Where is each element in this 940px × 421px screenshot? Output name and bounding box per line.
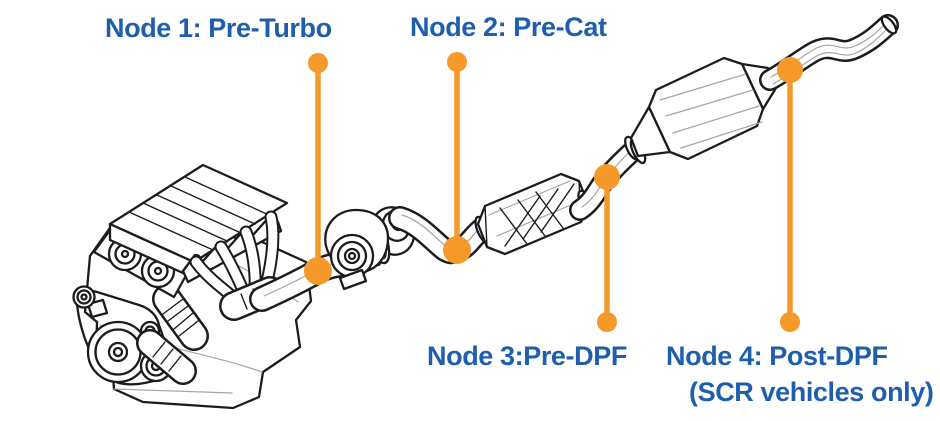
- node-4-callout: [777, 57, 803, 332]
- valve-cover: [108, 163, 289, 280]
- turbocharger: [324, 206, 416, 291]
- node-1-marker-dot: [304, 257, 332, 285]
- node-2-callout: [443, 52, 471, 264]
- node-4-sublabel: (SCR vehicles only): [689, 377, 934, 407]
- node-1-label: Node 1: Pre-Turbo: [105, 13, 332, 43]
- node-4-label: Node 4: Post-DPF: [666, 341, 888, 371]
- node-1-label-dot: [308, 53, 328, 73]
- node-1-callout: [304, 53, 332, 285]
- node-3-label-dot: [597, 312, 617, 332]
- diesel-particulate-filter: [624, 56, 778, 165]
- node-4-marker-dot: [777, 57, 803, 83]
- belt-and-pulleys: [72, 284, 209, 386]
- node-3-label: Node 3:Pre-DPF: [427, 341, 627, 371]
- node-2-label: Node 2: Pre-Cat: [410, 12, 607, 42]
- node-2-marker-dot: [443, 236, 471, 264]
- node-4-label-dot: [780, 312, 800, 332]
- node-3-callout: [594, 164, 620, 332]
- node-3-marker-dot: [594, 164, 620, 190]
- node-2-label-dot: [447, 52, 467, 72]
